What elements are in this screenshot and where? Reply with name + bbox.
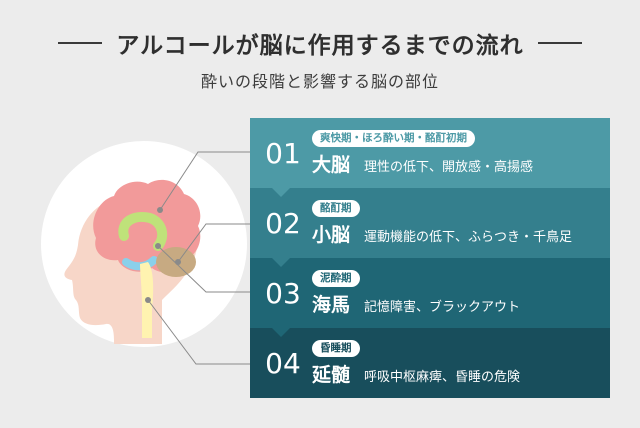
stage-effect: 理性の低下、開放感・高揚感 bbox=[364, 159, 534, 175]
stage-effect: 運動機能の低下、ふらつき・千鳥足 bbox=[364, 229, 573, 245]
title-rule-right bbox=[537, 42, 582, 44]
leader-line-hippocampus bbox=[157, 245, 250, 293]
stage-body: 爽快期・ほろ酔い期・酩酊初期 大脳 理性の低下、開放感・高揚感 bbox=[312, 129, 533, 177]
stage-brain-region: 小脳 bbox=[312, 223, 351, 246]
leader-line-cerebellum bbox=[177, 223, 250, 263]
stage-phase-tag: 泥酔期 bbox=[312, 269, 360, 287]
stage-brain-region: 延髄 bbox=[312, 363, 351, 386]
stage-line: 海馬 記憶障害、ブラックアウト bbox=[312, 290, 520, 317]
stage-brain-region: 大脳 bbox=[312, 153, 351, 176]
title-row: アルコールが脳に作用するまでの流れ bbox=[0, 26, 640, 60]
stage-item: 02 酩酊期 小脳 運動機能の低下、ふらつき・千鳥足 bbox=[250, 188, 610, 267]
leader-line-cerebrum bbox=[159, 151, 250, 211]
stage-brain-region: 海馬 bbox=[312, 293, 351, 316]
stage-arrow bbox=[272, 328, 290, 337]
stage-body: 泥酔期 海馬 記憶障害、ブラックアウト bbox=[312, 269, 520, 317]
page-subtitle: 酔いの段階と影響する脳の部位 bbox=[200, 72, 439, 91]
stage-list: 01 爽快期・ほろ酔い期・酩酊初期 大脳 理性の低下、開放感・高揚感 02 酩酊… bbox=[250, 118, 610, 398]
stage-line: 小脳 運動機能の低下、ふらつき・千鳥足 bbox=[312, 220, 572, 247]
leader-dot-medulla bbox=[145, 297, 151, 303]
leader-line-medulla bbox=[147, 299, 250, 365]
stage-number: 02 bbox=[265, 206, 301, 240]
stage-item: 01 爽快期・ほろ酔い期・酩酊初期 大脳 理性の低下、開放感・高揚感 bbox=[250, 118, 610, 197]
stage-phase-tag: 爽快期・ほろ酔い期・酩酊初期 bbox=[312, 129, 475, 147]
stage-arrow bbox=[272, 188, 290, 197]
stage-arrow bbox=[272, 258, 290, 267]
stage-line: 大脳 理性の低下、開放感・高揚感 bbox=[312, 150, 533, 177]
hippocampus-shape bbox=[118, 212, 168, 251]
title-rule-left bbox=[58, 42, 103, 44]
thalamus-shape bbox=[122, 256, 158, 271]
leader-dot-cerebellum bbox=[175, 259, 181, 265]
stage-number: 01 bbox=[265, 136, 301, 170]
stage-item: 04 昏睡期 延髄 呼吸中枢麻痺、昏睡の危険 bbox=[250, 328, 610, 398]
stage-phase-tag: 昏睡期 bbox=[312, 339, 360, 357]
stage-effect: 記憶障害、ブラックアウト bbox=[364, 299, 521, 315]
stage-item: 03 泥酔期 海馬 記憶障害、ブラックアウト bbox=[250, 258, 610, 337]
stage-phase-tag: 酩酊期 bbox=[312, 199, 360, 217]
page-title: アルコールが脳に作用するまでの流れ bbox=[116, 33, 524, 59]
stage-body: 昏睡期 延髄 呼吸中枢麻痺、昏睡の危険 bbox=[312, 339, 520, 387]
stage-line: 延髄 呼吸中枢麻痺、昏睡の危険 bbox=[312, 360, 520, 387]
stage-number: 03 bbox=[265, 276, 301, 310]
leader-dot-hippocampus bbox=[155, 243, 161, 249]
stage-effect: 呼吸中枢麻痺、昏睡の危険 bbox=[364, 369, 521, 385]
leader-dot-cerebrum bbox=[157, 207, 163, 213]
stage-number: 04 bbox=[265, 346, 301, 380]
stage-body: 酩酊期 小脳 運動機能の低下、ふらつき・千鳥足 bbox=[312, 199, 572, 247]
